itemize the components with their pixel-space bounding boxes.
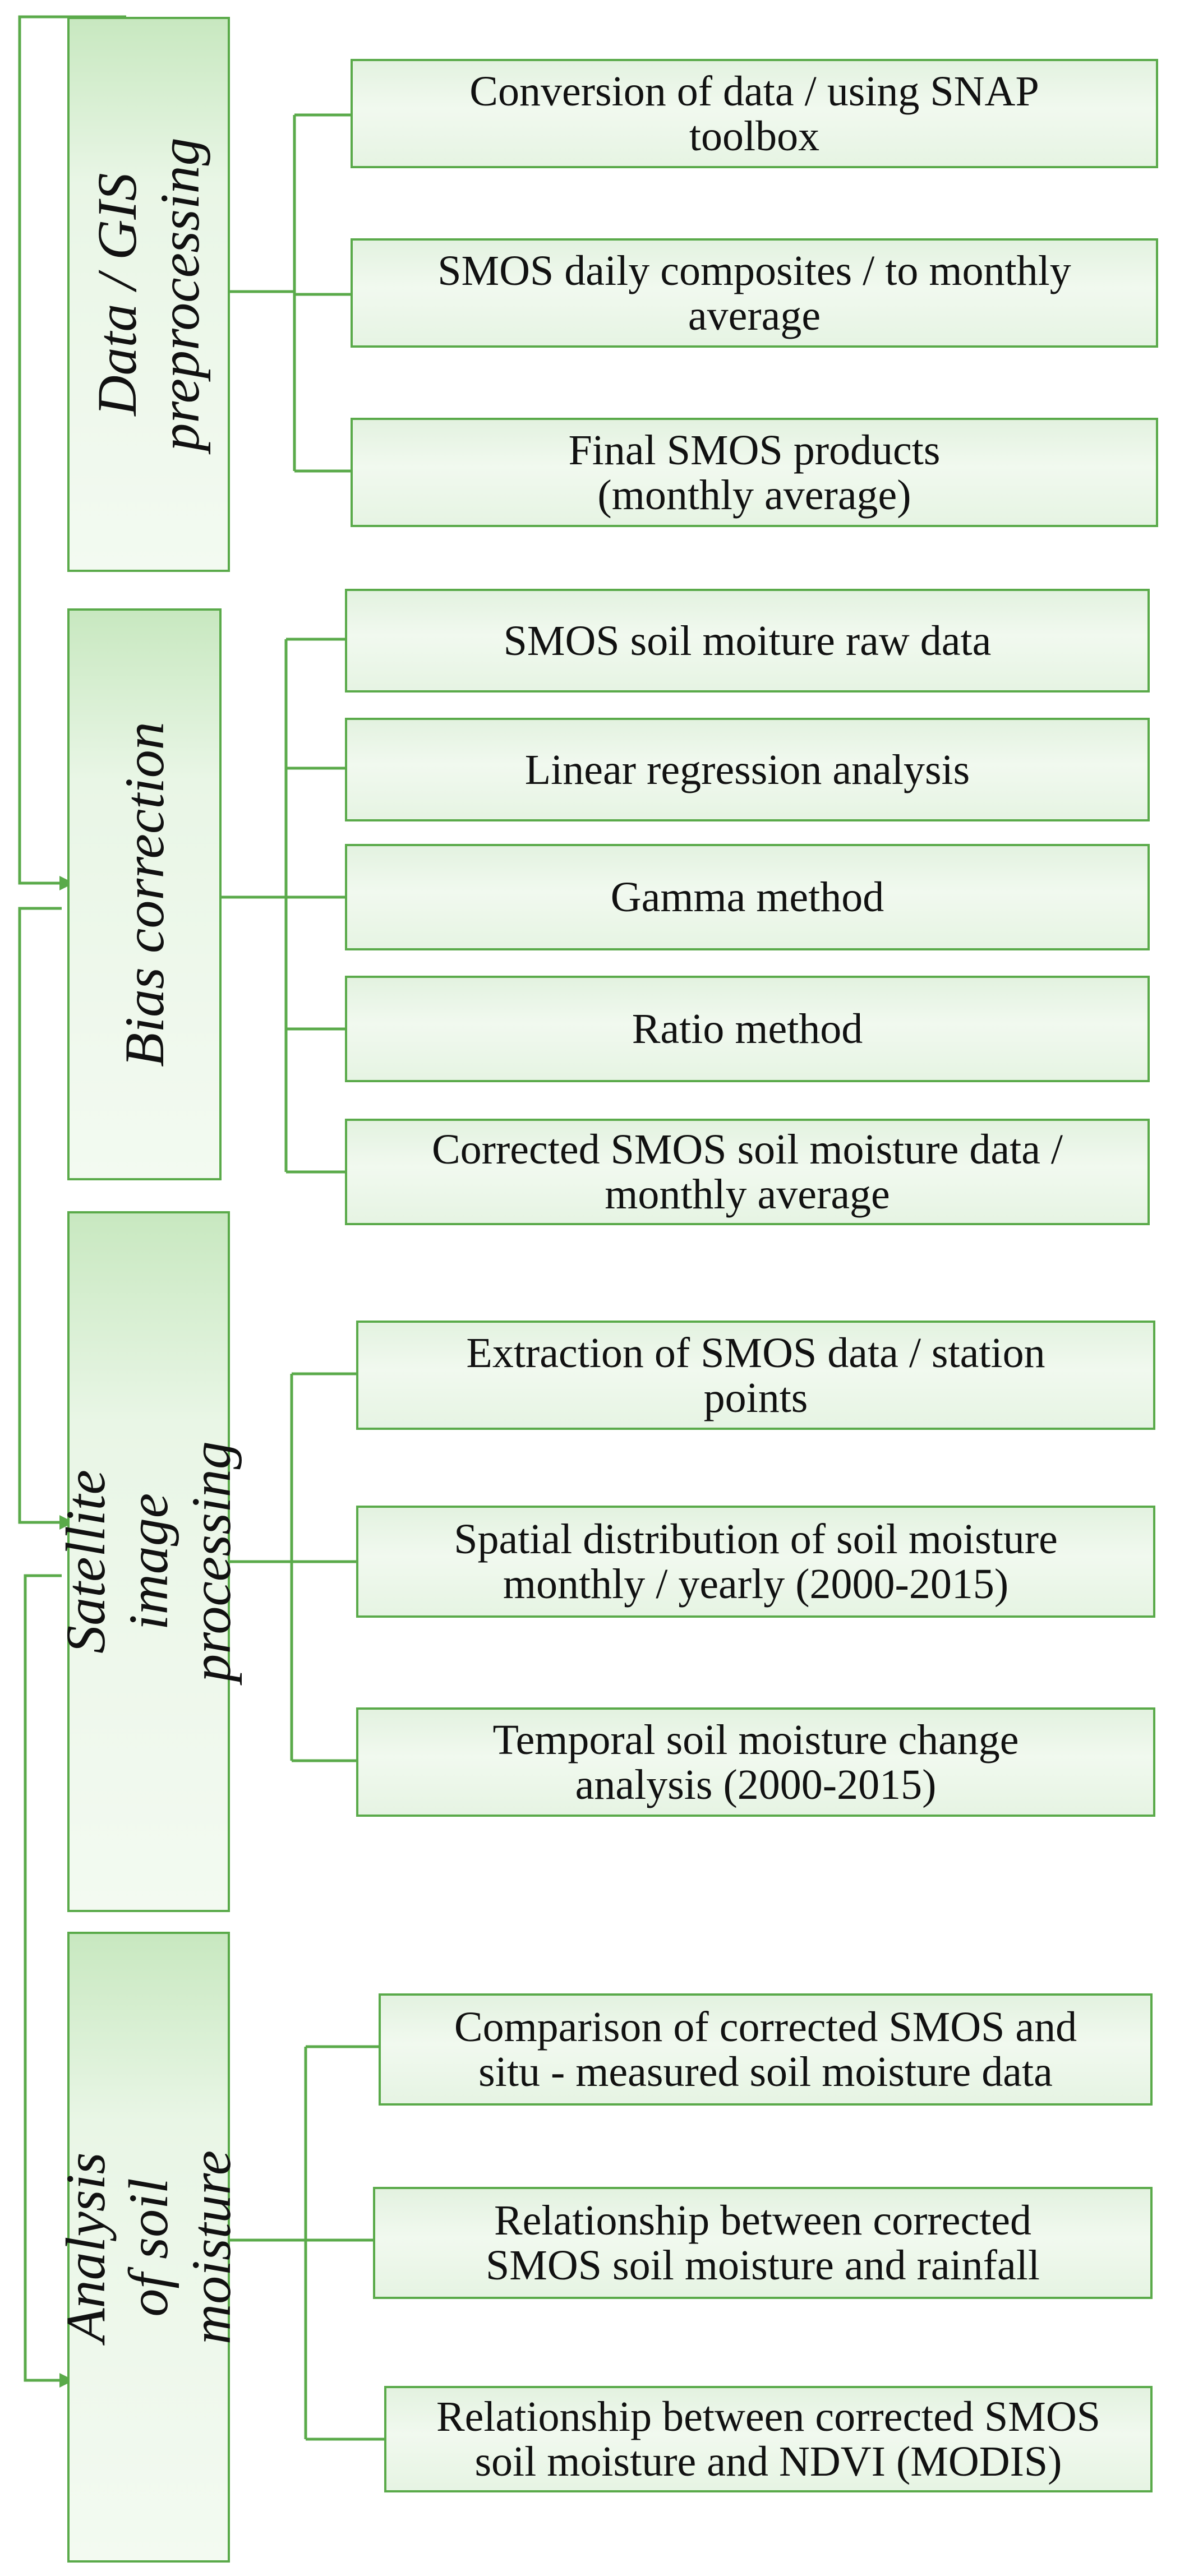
- step-corrected-smos-data: Corrected SMOS soil moisture data / mont…: [345, 1119, 1150, 1225]
- step-ratio-method: Ratio method: [345, 976, 1150, 1082]
- stage-analysis-of-soil-moisture: Analysis of soil moisture: [54, 1932, 242, 2563]
- stage-data-gis-preprocessing: Data / GIS preprocessing: [67, 17, 230, 572]
- step-relationship-rainfall: Relationship between corrected SMOS soil…: [373, 2187, 1153, 2299]
- step-gamma-method: Gamma method: [345, 844, 1150, 950]
- stage-bias-correction: Bias correction: [67, 608, 222, 1180]
- step-spatial-distribution: Spatial distribution of soil moisture mo…: [356, 1506, 1155, 1618]
- stage-label: Analysis of soil moisture: [54, 2150, 242, 2344]
- stage-satellite-image-processing: Satellite image processing: [54, 1211, 242, 1912]
- step-smos-raw-data: SMOS soil moiture raw data: [345, 589, 1150, 693]
- step-comparison-corrected-vs-situ: Comparison of corrected SMOS and situ - …: [379, 1993, 1153, 2106]
- step-temporal-change-analysis: Temporal soil moisture change analysis (…: [356, 1707, 1155, 1817]
- step-final-smos-products: Final SMOS products (monthly average): [351, 418, 1158, 527]
- step-relationship-ndvi: Relationship between corrected SMOS soil…: [384, 2386, 1153, 2492]
- step-linear-regression: Linear regression analysis: [345, 718, 1150, 821]
- stage-label: Bias correction: [113, 722, 176, 1067]
- stage-label: Data / GIS preprocessing: [86, 137, 211, 451]
- stage-label: Satellite image processing: [54, 1441, 242, 1682]
- step-conversion-of-data: Conversion of data / using SNAP toolbox: [351, 59, 1158, 168]
- step-smos-daily-composites: SMOS daily composites / to monthly avera…: [351, 238, 1158, 348]
- step-extraction-of-smos-data: Extraction of SMOS data / station points: [356, 1321, 1155, 1430]
